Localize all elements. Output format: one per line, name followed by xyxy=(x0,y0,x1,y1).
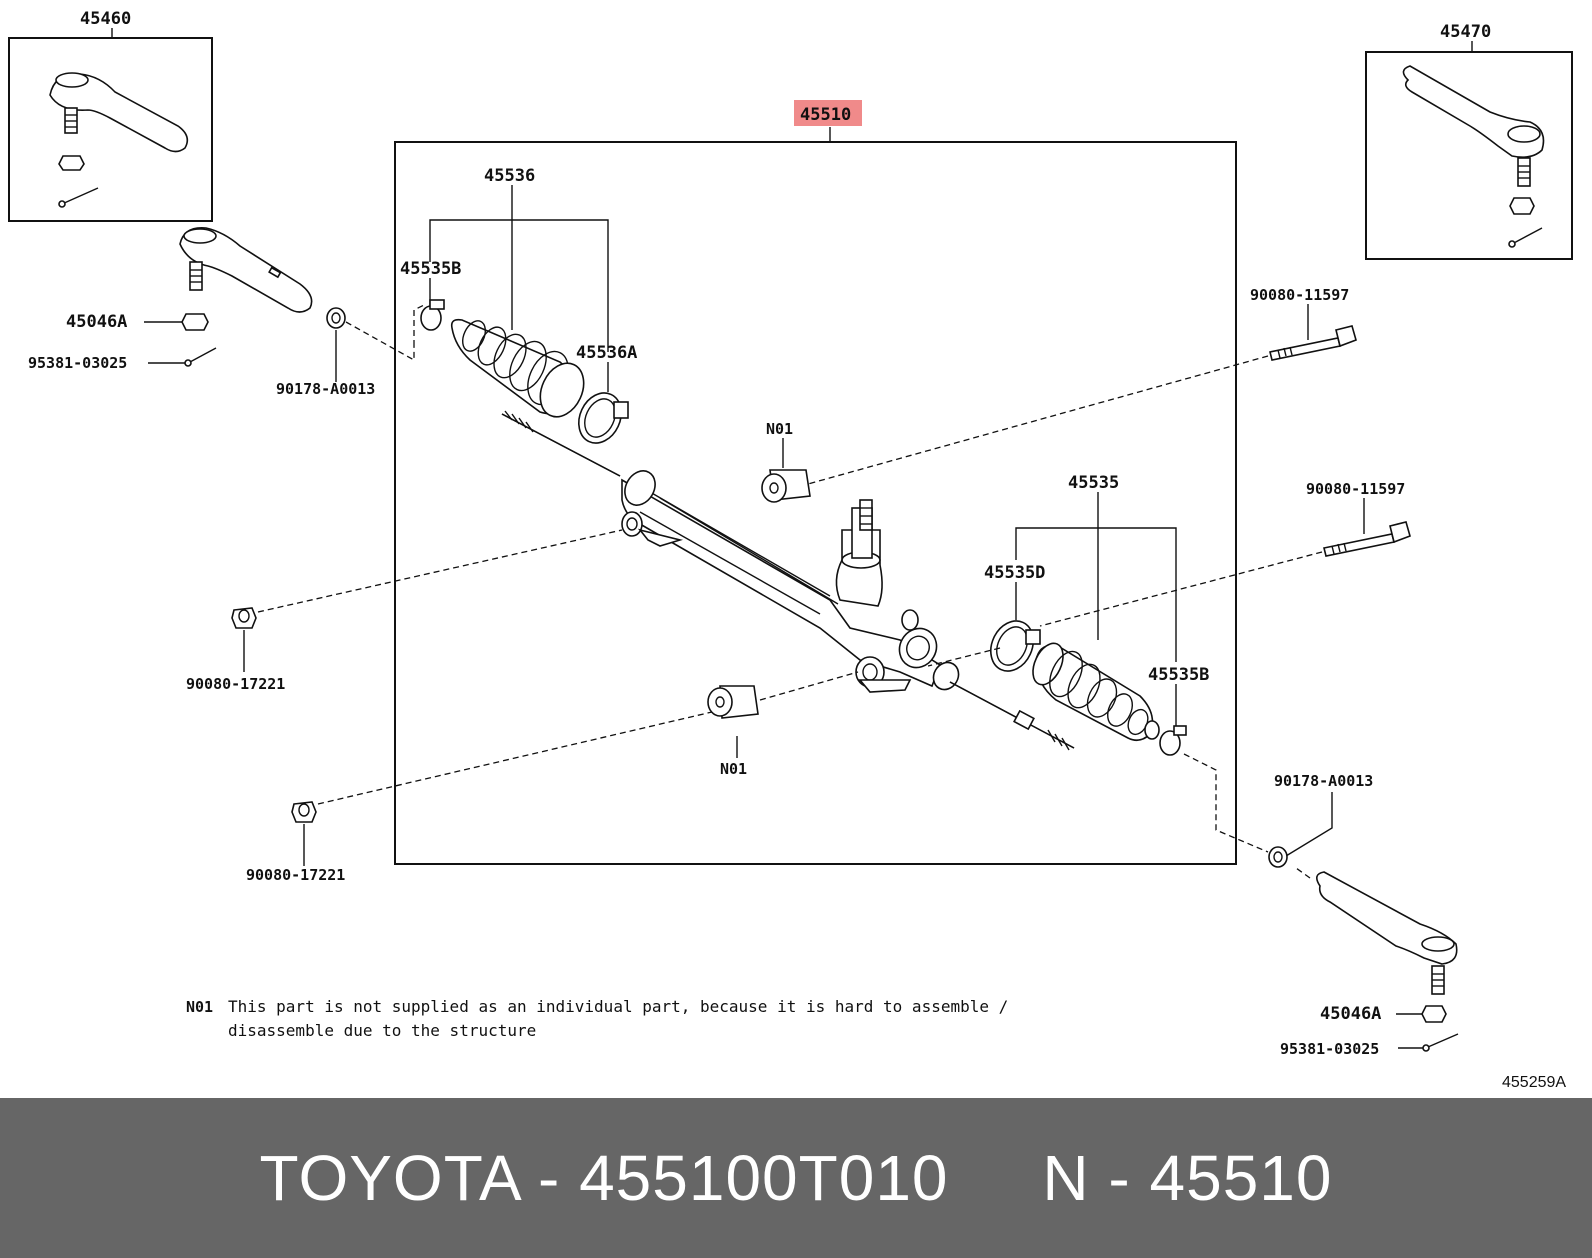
tie-rod-end-right-box: 45470 xyxy=(1365,22,1573,260)
callout-45536A: 45536A xyxy=(576,343,637,363)
callout-90080-17221-lower: 90080-17221 xyxy=(246,866,345,884)
callout-90080-11597-middle: 90080-11597 xyxy=(1306,480,1405,498)
callout-90080-17221-upper: 90080-17221 xyxy=(186,675,285,693)
callout-95381-03025-left: 95381-03025 xyxy=(28,354,127,372)
callout-45460: 45460 xyxy=(80,9,131,29)
right-outer-parts: 90080-11597 90080-11597 90178-A0013 4504… xyxy=(807,286,1459,1058)
tie-rod-end-left-box: 45460 xyxy=(8,9,213,222)
footnote: N01 This part is not supplied as an indi… xyxy=(186,997,1008,1040)
callout-45536: 45536 xyxy=(484,166,535,186)
callout-45535B-left: 45535B xyxy=(400,259,461,279)
callout-N01-upper: N01 xyxy=(766,420,793,438)
callout-95381-03025-right: 95381-03025 xyxy=(1280,1040,1379,1058)
callout-45535: 45535 xyxy=(1068,473,1119,493)
callout-45535B-right: 45535B xyxy=(1148,665,1209,685)
callout-90178-A0013-right: 90178-A0013 xyxy=(1274,772,1373,790)
drawing-code: 455259A xyxy=(1502,1074,1566,1091)
callout-45470: 45470 xyxy=(1440,22,1491,42)
callout-90178-A0013-left: 90178-A0013 xyxy=(276,380,375,398)
callout-45535D: 45535D xyxy=(984,563,1045,583)
exploded-view-svg: 45460 45470 45510 45536 45535B xyxy=(8,9,1573,1091)
callout-N01-lower: N01 xyxy=(720,760,747,778)
callout-45510: 45510 xyxy=(800,105,851,125)
steering-rack-assembly: 45510 45536 45535B 45536A xyxy=(394,100,1237,865)
callout-90080-11597-upper: 90080-11597 xyxy=(1250,286,1349,304)
part-number-banner: TOYOTA - 455100T010 N - 45510 xyxy=(0,1098,1592,1258)
parts-diagram: 45460 45470 45510 45536 45535B xyxy=(8,9,1573,1091)
note-line-1: This part is not supplied as an individu… xyxy=(228,997,1008,1016)
callout-45046A-right: 45046A xyxy=(1320,1004,1381,1024)
part-number-text: TOYOTA - 455100T010 N - 45510 xyxy=(259,1142,1333,1214)
note-marker: N01 xyxy=(186,998,213,1016)
left-outer-parts: 45046A 95381-03025 90178-A0013 90080-172… xyxy=(28,227,859,884)
highlight-45510 xyxy=(794,100,862,126)
callout-45046A-left: 45046A xyxy=(66,312,127,332)
note-line-2: disassemble due to the structure xyxy=(228,1021,536,1040)
